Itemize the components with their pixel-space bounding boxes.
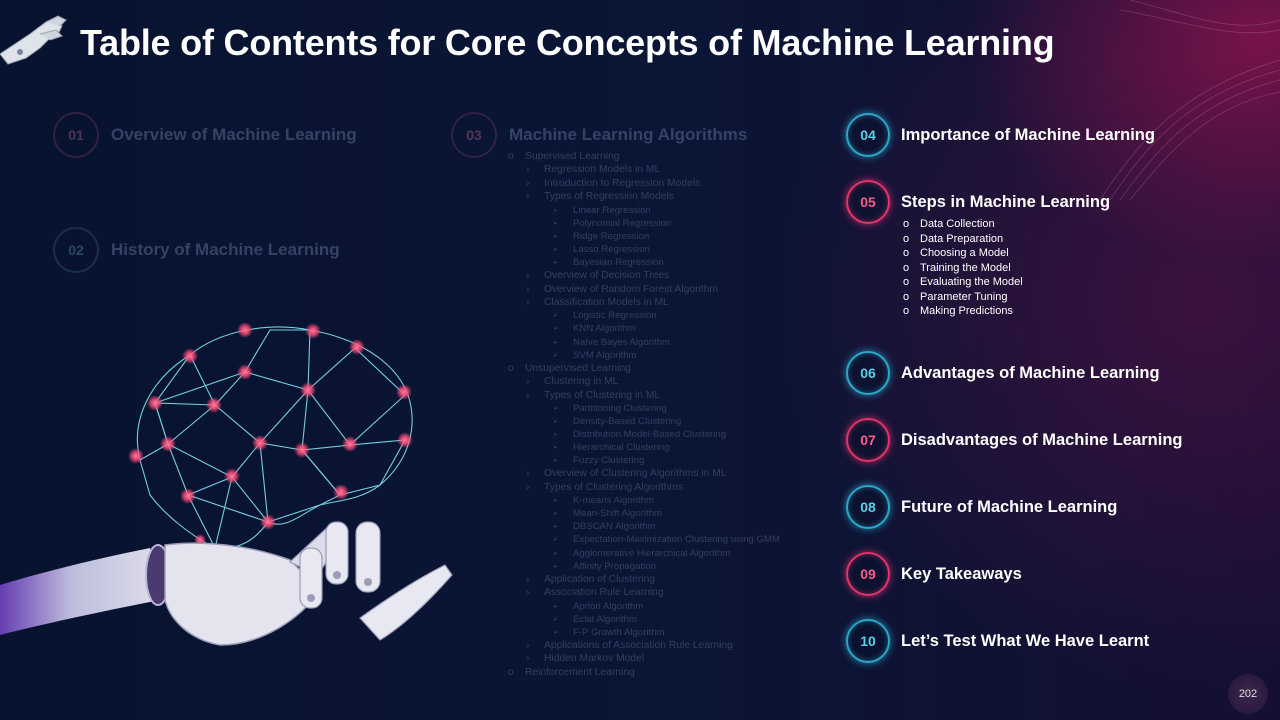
outline-item: Eclat Algorithm — [508, 613, 828, 626]
outline-item: K-means Algorithm — [508, 494, 828, 507]
section-label: History of Machine Learning — [111, 240, 340, 259]
algorithms-outline: Supervised LearningRegression Models in … — [508, 150, 828, 679]
outline-item: Types of Clustering in ML — [508, 389, 828, 403]
toc-label: Steps in Machine Learning — [901, 192, 1111, 211]
outline-item: Applications of Association Rule Learnin… — [508, 639, 828, 653]
toc-label: Advantages of Machine Learning — [901, 363, 1160, 382]
section-01[interactable]: 01 Overview of Machine Learning — [53, 112, 357, 158]
step-item: Training the Model — [903, 261, 1023, 276]
page-number: 202 — [1228, 674, 1268, 714]
outline-item: Hidden Markov Model — [508, 652, 828, 666]
step-item: Data Preparation — [903, 232, 1023, 247]
section-label: Machine Learning Algorithms — [509, 125, 748, 144]
steps-list: Data CollectionData PreparationChoosing … — [903, 217, 1023, 319]
toc-item-04[interactable]: 04 Importance of Machine Learning — [846, 113, 1155, 157]
decorative-waves — [1099, 0, 1280, 200]
outline-item: Overview of Clustering Algorithms in ML — [508, 467, 828, 481]
outline-item: Density-Based Clustering — [508, 415, 828, 428]
section-02[interactable]: 02 History of Machine Learning — [53, 227, 340, 273]
outline-item: Overview of Random Forest Algorithm — [508, 283, 828, 297]
toc-number: 09 — [846, 552, 890, 596]
outline-item: Lasso Regression — [508, 243, 828, 256]
section-label: Overview of Machine Learning — [111, 125, 357, 144]
outline-item: Association Rule Learning — [508, 586, 828, 600]
toc-number: 05 — [846, 180, 890, 224]
step-item: Making Predictions — [903, 304, 1023, 319]
robot-hand-illustration — [0, 521, 453, 646]
outline-item: Naïve Bayes Algorithm — [508, 336, 828, 349]
toc-item-08[interactable]: 08 Future of Machine Learning — [846, 485, 1117, 529]
outline-item: Expectation-Maximization Clustering usin… — [508, 533, 828, 546]
outline-item: Agglomerative Hierarchical Algorithm — [508, 547, 828, 560]
outline-item: Application of Clustering — [508, 573, 828, 587]
step-item: Data Collection — [903, 217, 1023, 232]
outline-item: Reinforcement Learning — [508, 666, 828, 680]
outline-item: Clustering in ML — [508, 375, 828, 389]
section-03[interactable]: 03 Machine Learning Algorithms — [451, 112, 747, 158]
outline-item: Classification Models in ML — [508, 296, 828, 310]
toc-item-05[interactable]: 05 Steps in Machine Learning — [846, 180, 1110, 224]
outline-item: Overview of Decision Trees — [508, 269, 828, 283]
step-item: Choosing a Model — [903, 246, 1023, 261]
outline-item: Fuzzy Clustering — [508, 454, 828, 467]
robot-hand-icon — [0, 15, 67, 65]
outline-item: Supervised Learning — [508, 150, 828, 164]
toc-number: 06 — [846, 351, 890, 395]
outline-item: Distribution Model-Based Clustering — [508, 428, 828, 441]
toc-item-09[interactable]: 09 Key Takeaways — [846, 552, 1022, 596]
toc-item-10[interactable]: 10 Let’s Test What We Have Learnt — [846, 619, 1149, 663]
toc-item-07[interactable]: 07 Disadvantages of Machine Learning — [846, 418, 1182, 462]
outline-item: Ridge Regression — [508, 230, 828, 243]
outline-item: Bayesian Regression — [508, 256, 828, 269]
outline-item: Linear Regression — [508, 204, 828, 217]
outline-item: Regression Models in ML — [508, 163, 828, 177]
outline-item: Unsupervised Learning — [508, 362, 828, 376]
step-item: Evaluating the Model — [903, 275, 1023, 290]
outline-item: Apriori Algorithm — [508, 600, 828, 613]
outline-item: Types of Clustering Algorithms — [508, 481, 828, 495]
outline-item: DBSCAN Algorithm — [508, 520, 828, 533]
toc-number: 04 — [846, 113, 890, 157]
page-title: Table of Contents for Core Concepts of M… — [80, 22, 1055, 63]
toc-item-06[interactable]: 06 Advantages of Machine Learning — [846, 351, 1160, 395]
outline-item: Affinity Propagation — [508, 560, 828, 573]
toc-label: Key Takeaways — [901, 564, 1022, 583]
outline-item: Polynomial Regression — [508, 217, 828, 230]
toc-label: Disadvantages of Machine Learning — [901, 430, 1183, 449]
toc-number: 08 — [846, 485, 890, 529]
step-item: Parameter Tuning — [903, 290, 1023, 305]
outline-item: Mean-Shift Algorithm — [508, 507, 828, 520]
outline-item: Introduction to Regression Models — [508, 177, 828, 191]
toc-number: 10 — [846, 619, 890, 663]
section-number: 02 — [53, 227, 99, 273]
outline-item: Types of Regression Models — [508, 190, 828, 204]
section-number: 01 — [53, 112, 99, 158]
outline-item: KNN Algorithm — [508, 322, 828, 335]
outline-item: F-P Growth Algorithm — [508, 626, 828, 639]
brain-network-illustration — [0, 322, 453, 646]
section-number: 03 — [451, 112, 497, 158]
toc-label: Future of Machine Learning — [901, 497, 1118, 516]
outline-item: Hierarchical Clustering — [508, 441, 828, 454]
toc-label: Let’s Test What We Have Learnt — [901, 631, 1150, 650]
toc-number: 07 — [846, 418, 890, 462]
toc-label: Importance of Machine Learning — [901, 125, 1155, 144]
outline-item: SVM Algorithm — [508, 349, 828, 362]
outline-item: Logistic Regression — [508, 309, 828, 322]
outline-item: Partitioning Clustering — [508, 402, 828, 415]
